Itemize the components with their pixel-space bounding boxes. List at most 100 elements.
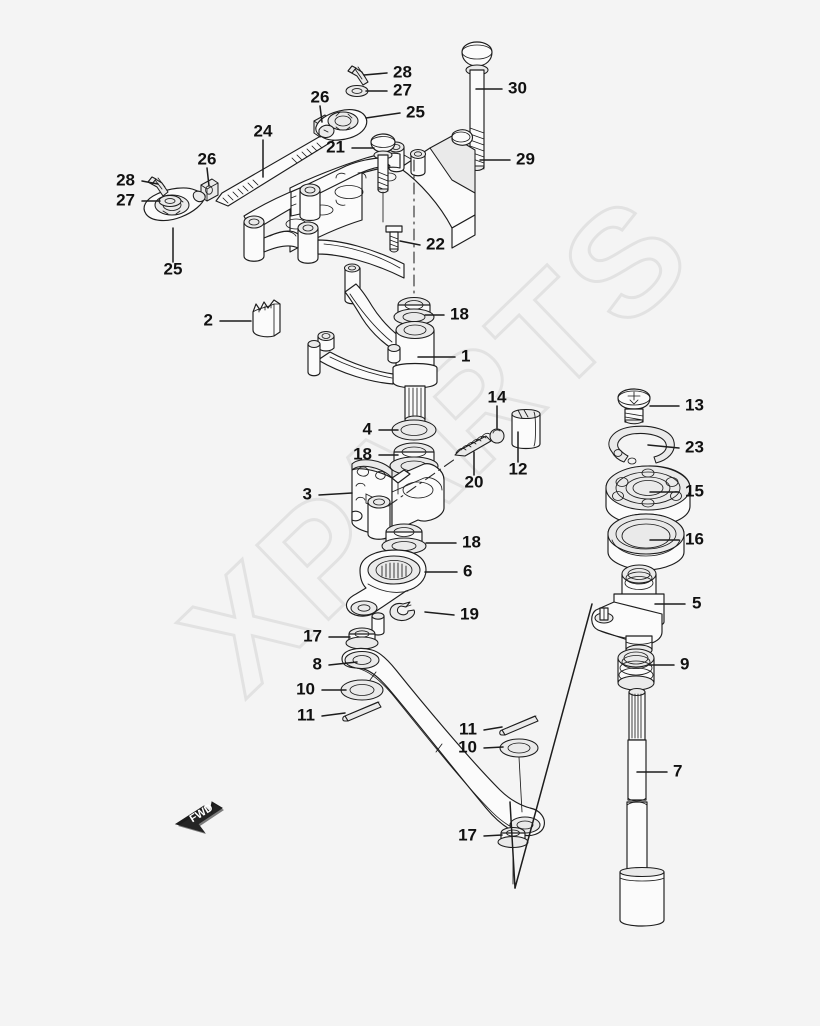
part-27-washer-upper <box>345 84 369 98</box>
callout-label-17b: 17 <box>458 825 477 844</box>
callout-label-22: 22 <box>426 234 445 253</box>
part-23-snap-ring <box>608 425 675 465</box>
callout-label-7: 7 <box>673 761 682 780</box>
part-9-nut <box>617 648 655 691</box>
callout-14: 14 <box>488 387 507 429</box>
callout-label-9: 9 <box>680 654 689 673</box>
part-11-cotter-pin-right <box>499 715 539 736</box>
callout-leader-11 <box>321 712 346 717</box>
callout-label-3: 3 <box>303 484 312 503</box>
part-1-steering-arm <box>307 263 438 425</box>
callout-27: 27 <box>365 80 412 99</box>
callout-28: 28 <box>363 62 412 81</box>
part-12-bushing-sleeve <box>511 408 541 450</box>
callout-5: 5 <box>654 593 701 612</box>
callout-20: 20 <box>465 451 484 491</box>
callout-label-1: 1 <box>461 346 470 365</box>
callout-17: 17 <box>303 626 351 645</box>
callout-25b: 25 <box>164 227 183 278</box>
callout-label-6: 6 <box>463 561 472 580</box>
callout-13: 13 <box>649 395 704 414</box>
callout-15: 15 <box>649 481 704 500</box>
callout-23: 23 <box>647 437 704 456</box>
callout-18b: 18 <box>353 444 399 463</box>
axis-dash-spring <box>387 458 456 507</box>
callout-3: 3 <box>303 484 353 503</box>
callout-27b: 27 <box>116 190 161 209</box>
callout-10: 10 <box>296 679 347 698</box>
part-3-lower-housing <box>351 459 445 540</box>
part-8-tie-rod-long <box>341 647 545 837</box>
part-7-drive-shaft <box>619 687 665 927</box>
callout-leader-22 <box>399 240 421 246</box>
part-20-spring <box>454 432 492 457</box>
part-5-bushing-holder <box>591 564 665 656</box>
callout-label-24: 24 <box>254 121 273 140</box>
callout-21: 21 <box>326 137 375 156</box>
callout-leader-26b <box>206 167 210 187</box>
part-11-cotter-pin-left <box>342 701 382 722</box>
callout-1: 1 <box>417 346 470 365</box>
part-25-rod-end-upper <box>315 109 368 141</box>
part-10-washer-left <box>340 679 384 701</box>
callout-label-17: 17 <box>303 626 322 645</box>
callout-25: 25 <box>365 102 425 121</box>
callout-label-11: 11 <box>297 705 315 724</box>
callout-leader-8 <box>328 661 358 666</box>
part-18-bushing-upper <box>393 296 435 326</box>
callout-label-29: 29 <box>516 149 535 168</box>
callout-label-19: 19 <box>460 604 479 623</box>
callout-leader-23 <box>647 444 680 449</box>
callout-label-25: 25 <box>406 102 425 121</box>
callout-12: 12 <box>509 431 528 478</box>
part-15-ball-bearing <box>605 465 691 527</box>
callout-19: 19 <box>424 604 479 623</box>
callout-label-20: 20 <box>465 472 484 491</box>
callout-30: 30 <box>475 78 527 97</box>
callout-2: 2 <box>204 310 252 329</box>
callout-leader-28 <box>363 72 388 76</box>
callout-leader-28b <box>141 180 159 185</box>
callout-26: 26 <box>311 87 329 123</box>
callout-label-28: 28 <box>393 62 412 81</box>
callout-label-18: 18 <box>450 304 469 323</box>
callout-8: 8 <box>313 654 358 673</box>
part-29-steering-bracket <box>243 129 476 279</box>
callout-leader-25 <box>365 112 401 119</box>
callout-label-8: 8 <box>313 654 322 673</box>
callout-24: 24 <box>254 121 273 178</box>
callout-29: 29 <box>479 149 535 168</box>
callout-7: 7 <box>636 761 682 780</box>
part-10-washer-right <box>499 738 539 758</box>
callout-label-12: 12 <box>509 459 528 478</box>
leader-long-part-5b <box>509 801 516 889</box>
callout-label-23: 23 <box>685 437 704 456</box>
callout-11: 11 <box>297 705 346 724</box>
part-13-plug-screw <box>617 388 651 425</box>
part-28-cotter-pin-upper <box>347 65 369 86</box>
align-line-10-tie-rod <box>518 756 523 813</box>
callout-11b: 11 <box>459 719 503 738</box>
part-22-screw <box>385 225 403 253</box>
part-19-e-clip <box>389 601 416 622</box>
part-2-wedge-block <box>252 299 281 338</box>
callout-label-25b: 25 <box>164 259 183 278</box>
part-14-steel-ball <box>489 428 505 444</box>
callout-leader-19 <box>424 611 455 616</box>
callout-16: 16 <box>649 529 704 548</box>
part-18-bushing-lower <box>381 523 427 555</box>
callout-label-21: 21 <box>326 137 345 156</box>
callout-label-18b: 18 <box>353 444 372 463</box>
callout-26b: 26 <box>198 149 216 187</box>
callout-label-30: 30 <box>508 78 527 97</box>
callout-9: 9 <box>648 654 689 673</box>
callout-10b: 10 <box>458 737 504 756</box>
callout-label-18c: 18 <box>462 532 481 551</box>
callout-label-4: 4 <box>363 419 373 438</box>
part-16-oil-seal <box>607 513 685 571</box>
callout-label-5: 5 <box>692 593 701 612</box>
thread-lower <box>222 179 259 204</box>
